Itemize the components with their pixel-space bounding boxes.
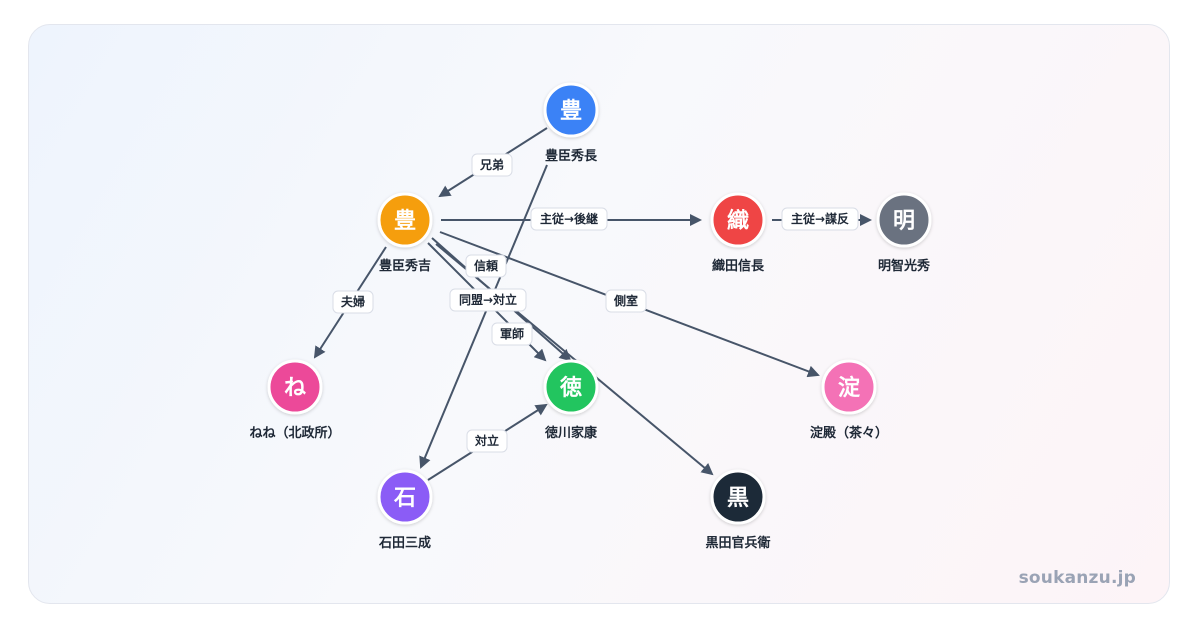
node-name: 石田三成: [378, 535, 431, 551]
node-circle[interactable]: [543, 359, 599, 415]
node-glyph: 淀: [838, 375, 861, 401]
node-nene[interactable]: ねねね（北政所）: [249, 359, 341, 441]
node-yodo[interactable]: 淀淀殿（茶々）: [810, 359, 888, 441]
edge-label-text: 信頼: [474, 258, 499, 273]
nodes-layer: 豊豊臣秀長豊豊臣秀吉織織田信長明明智光秀ねねね（北政所）徳徳川家康淀淀殿（茶々）…: [249, 82, 932, 551]
edge-label-box: [530, 207, 608, 231]
edge-label: 主従→謀反: [781, 207, 859, 231]
watermark: soukanzu.jp: [1018, 568, 1136, 588]
edge-label-box: [332, 290, 374, 314]
edge-label: 主従→後継: [530, 207, 608, 231]
edge-label-box: [465, 254, 507, 278]
edge-label-text: 兄弟: [479, 157, 504, 172]
edge-label-text: 対立: [474, 433, 499, 448]
node-circle[interactable]: [821, 359, 877, 415]
node-glyph: 織: [727, 208, 749, 234]
edge-label: 対立: [466, 429, 508, 453]
node-circle[interactable]: [710, 192, 766, 248]
edge-label-text: 同盟→対立: [459, 292, 517, 307]
node-circle[interactable]: [377, 469, 433, 525]
node-name: 徳川家康: [544, 425, 598, 441]
node-name: 豊臣秀吉: [379, 258, 431, 274]
node-name: 明智光秀: [878, 258, 931, 274]
node-circle[interactable]: [267, 359, 323, 415]
node-circle[interactable]: [710, 469, 766, 525]
node-glyph: 豊: [394, 208, 416, 234]
node-name: 豊臣秀長: [545, 148, 598, 164]
node-glyph: 豊: [560, 98, 582, 124]
edge-label: 夫婦: [332, 290, 374, 314]
edge-label: 同盟→対立: [449, 288, 527, 312]
edge-label: 信頼: [465, 254, 507, 278]
node-glyph: 明: [893, 209, 915, 234]
node-name: 織田信長: [712, 258, 765, 274]
edge-label: 側室: [605, 289, 647, 313]
edge-label-box: [781, 207, 859, 231]
edge-label-box: [449, 288, 527, 312]
edge-hidenaga-mitsunari: [419, 164, 548, 469]
node-glyph: ね: [284, 376, 306, 401]
edge-label-text: 軍師: [500, 326, 524, 341]
edge-label-box: [471, 153, 513, 177]
node-glyph: 徳: [559, 375, 582, 401]
node-name: ねね（北政所）: [249, 425, 340, 441]
edge-label-box: [605, 289, 647, 313]
node-name: 淀殿（茶々）: [810, 425, 888, 441]
node-glyph: 石: [393, 486, 416, 511]
edge-label-text: 夫婦: [340, 294, 365, 309]
node-circle[interactable]: [543, 82, 599, 138]
node-circle[interactable]: [876, 192, 932, 248]
edge-label-box: [491, 322, 533, 346]
node-name: 黒田官兵衛: [705, 535, 770, 551]
diagram-card: [28, 24, 1170, 604]
edge-label: 兄弟: [471, 153, 513, 177]
node-glyph: 黒: [727, 486, 749, 511]
edge-label: 軍師: [491, 322, 533, 346]
edge-label-text: 側室: [613, 293, 638, 308]
node-circle[interactable]: [377, 192, 433, 248]
edge-label-box: [466, 429, 508, 453]
edge-label-text: 主従→謀反: [791, 211, 849, 226]
edge-label-text: 主従→後継: [540, 211, 598, 226]
